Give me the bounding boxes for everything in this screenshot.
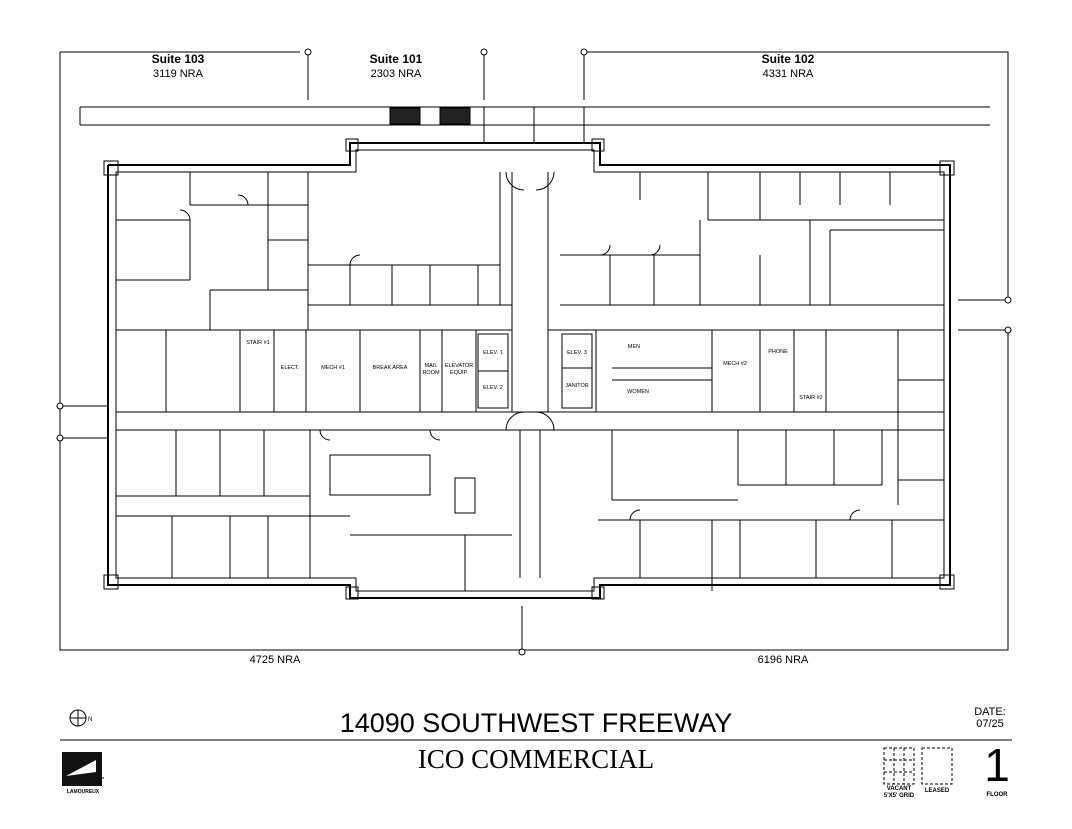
room-phone: PHONE — [768, 349, 788, 355]
bottom-left-area: 4725 NRA — [250, 654, 301, 666]
room-mail-1: MAIL — [425, 363, 438, 369]
suite-103-name: Suite 103 — [152, 52, 205, 66]
north-arrow-icon: N — [69, 709, 92, 727]
building-address: 14090 SOUTHWEST FREEWAY — [339, 708, 733, 738]
room-elev-1: ELEV. 1 — [483, 350, 503, 356]
logo-text: LAMOUREUX — [66, 789, 100, 795]
suite-103-area: 3119 NRA — [153, 68, 204, 80]
room-women: WOMEN — [627, 389, 649, 395]
suite-101-name: Suite 101 — [370, 52, 423, 66]
room-stair-2: STAIR #2 — [799, 395, 822, 401]
legend-vacant-text: VACANT — [886, 786, 912, 792]
legend-vacant-label: VACANT 5'X5' GRID — [876, 786, 922, 800]
room-mech-1: MECH #1 — [321, 365, 345, 371]
lamoureux-logo — [62, 752, 104, 786]
suite-101-area: 2303 NRA — [371, 68, 422, 80]
legend-vacant-icon — [883, 747, 915, 785]
suite-102-name: Suite 102 — [762, 52, 815, 66]
suite-102-area: 4331 NRA — [763, 68, 814, 80]
room-mail-2: ROOM — [422, 370, 440, 376]
legend-leased-label: LEASED — [924, 788, 950, 794]
room-janitor: JANITOR — [565, 383, 588, 389]
room-elevator-equip-2: EQUIP. — [450, 370, 468, 376]
room-break-area: BREAK AREA — [373, 365, 408, 371]
room-elev-2: ELEV. 2 — [483, 385, 503, 391]
company-name: ICO COMMERCIAL — [417, 744, 655, 774]
room-elect: ELECT. — [281, 365, 300, 371]
bottom-right-area: 6196 NRA — [758, 654, 809, 666]
room-elevator-equip-1: ELEVATOR — [445, 363, 473, 369]
legend-leased-icon — [921, 747, 953, 785]
date-label: DATE: — [974, 706, 1006, 718]
floor-label: FLOOR — [986, 792, 1008, 798]
date-block: DATE: 07/25 — [960, 706, 1020, 730]
room-elev-3: ELEV. 3 — [567, 350, 587, 356]
room-men: MEN — [628, 344, 640, 350]
svg-text:N: N — [88, 717, 92, 723]
room-mech-2: MECH #2 — [723, 361, 747, 367]
floor-number: 1 — [984, 739, 1010, 791]
date-value: 07/25 — [976, 718, 1004, 730]
room-stair-1: STAIR #1 — [246, 340, 269, 346]
legend-grid-text: 5'X5' GRID — [883, 793, 915, 799]
